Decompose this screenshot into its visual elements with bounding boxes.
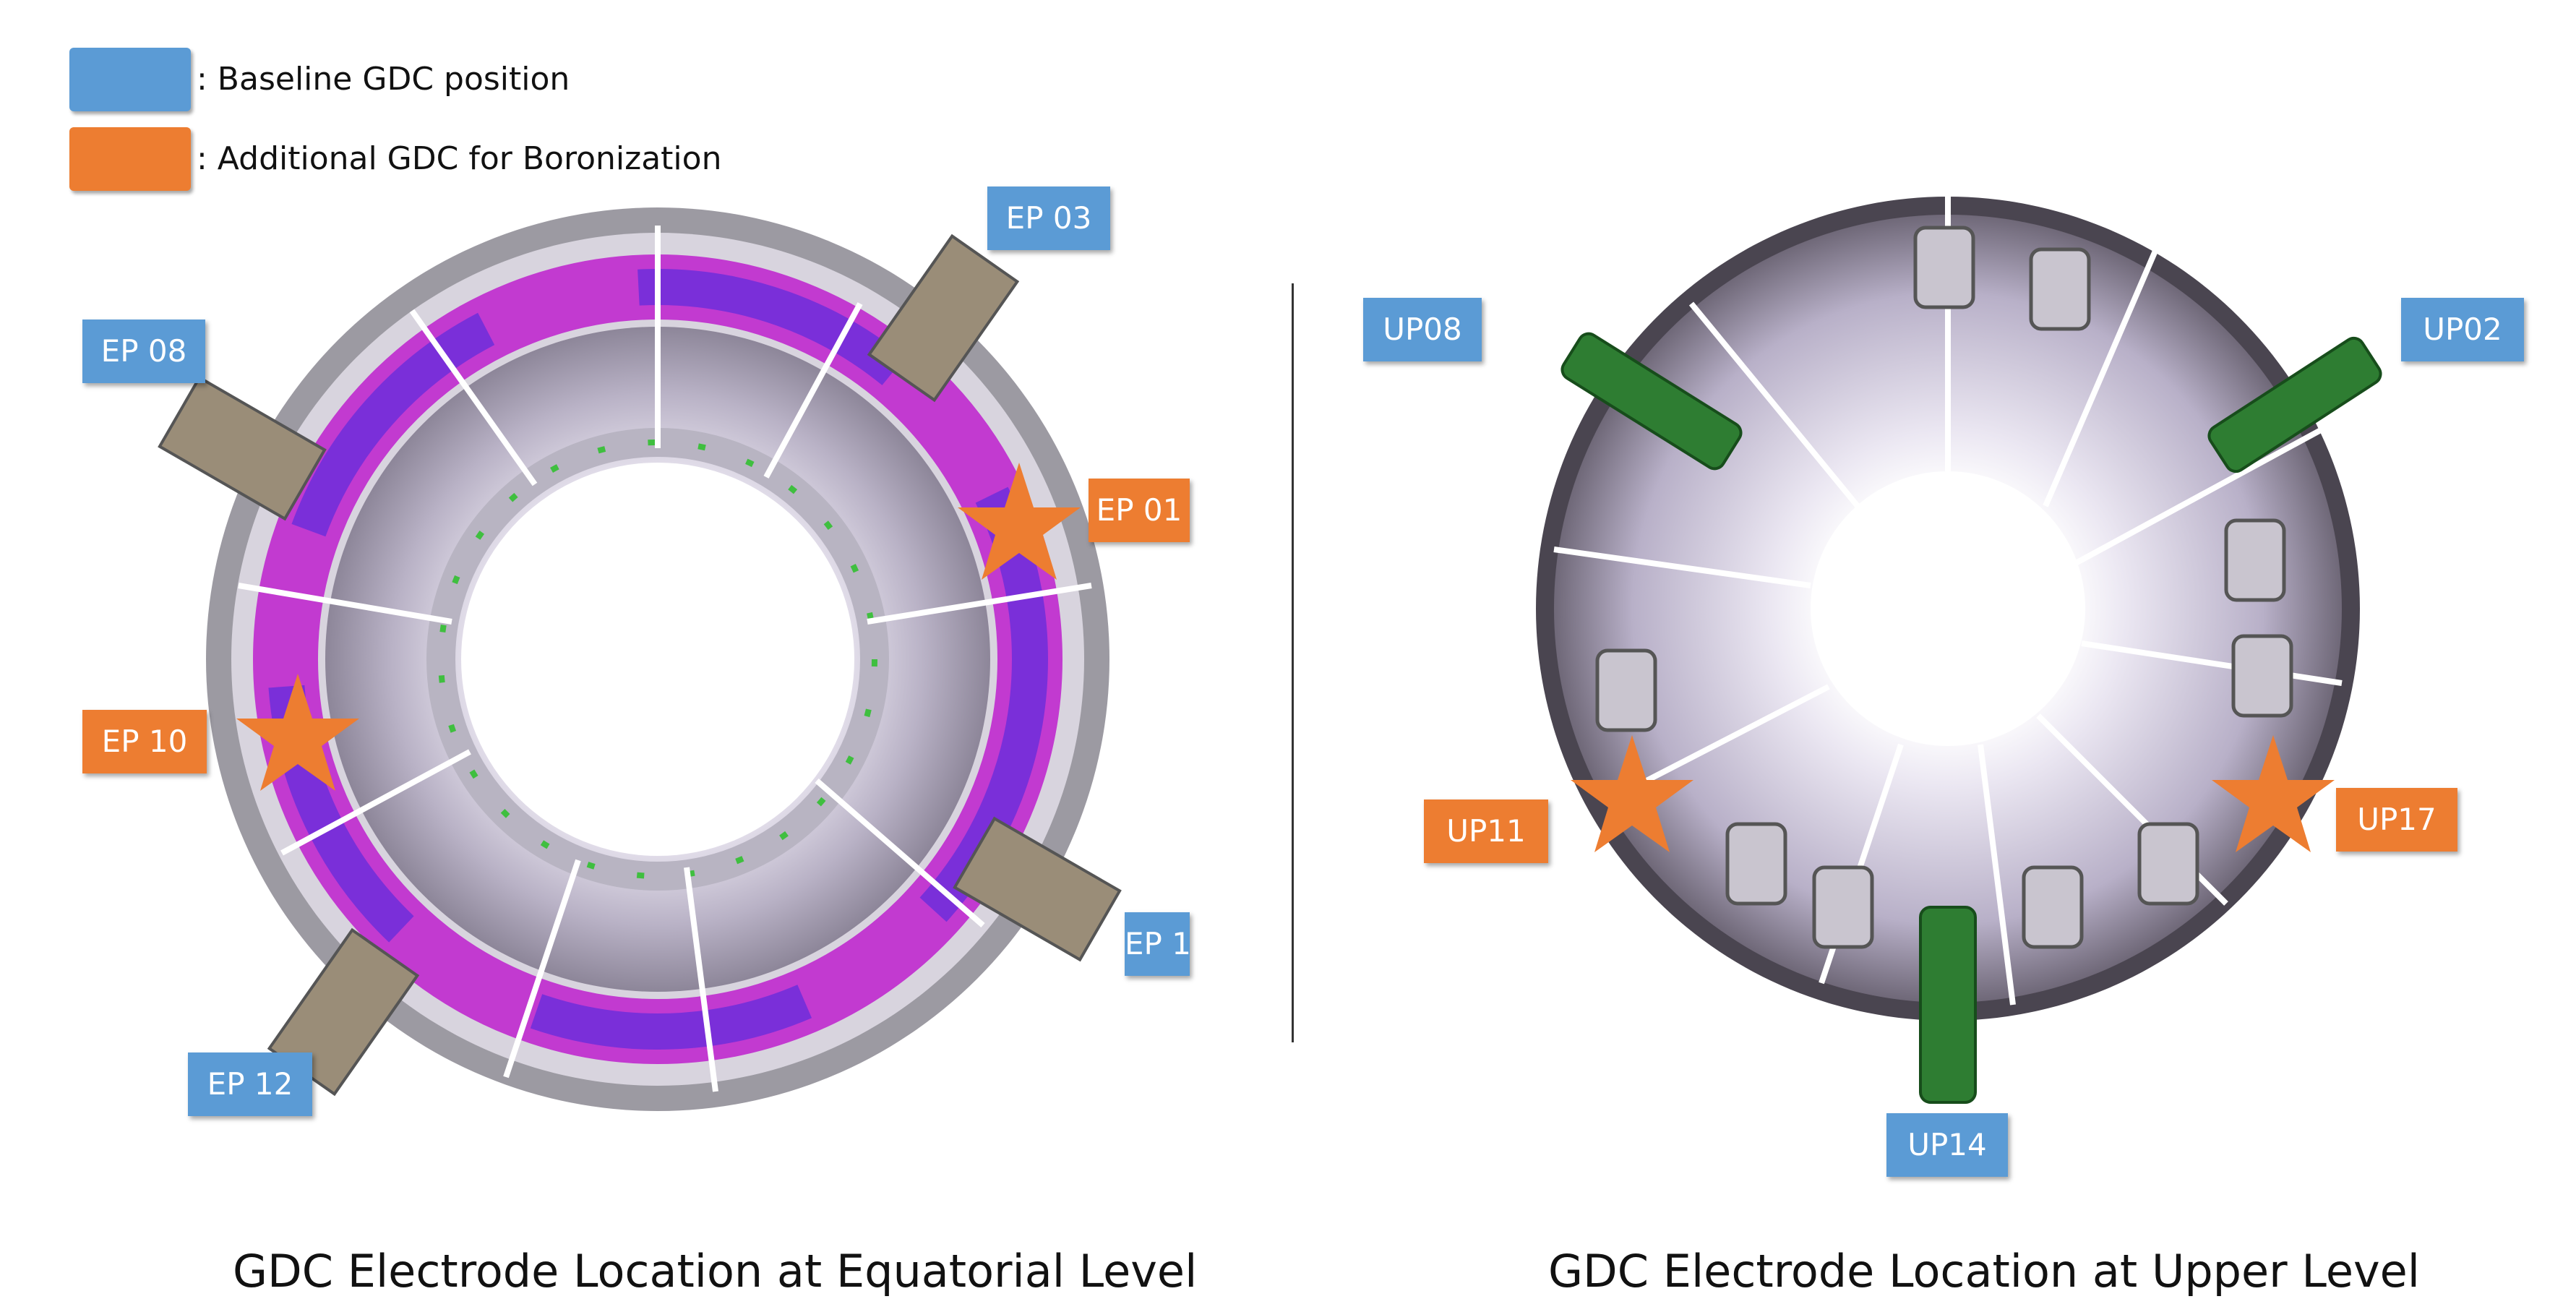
equatorial-boronization-stars (236, 463, 1081, 791)
upper-gdc-electrodes (1560, 332, 2382, 1104)
upper-caption: GDC Electrode Location at Upper Level (1548, 1245, 2421, 1298)
port-label-ep1: EP 1 (1125, 912, 1190, 976)
star-up11 (1571, 735, 1693, 852)
port-label-up02: UP02 (2401, 298, 2524, 361)
legend-swatch-additional (69, 127, 191, 191)
port-label-up17: UP17 (2336, 788, 2457, 852)
equatorial-caption: GDC Electrode Location at Equatorial Lev… (233, 1245, 1198, 1298)
port-label-ep08: EP 08 (82, 320, 205, 383)
port-label-up11: UP11 (1424, 799, 1548, 863)
panel-divider (1292, 283, 1294, 1042)
star-up17 (2212, 735, 2335, 852)
star-ep01 (958, 463, 1081, 580)
port-label-up14: UP14 (1886, 1113, 2008, 1177)
legend-label-additional: : Additional GDC for Boronization (197, 140, 722, 177)
port-label-up08: UP08 (1363, 298, 1482, 361)
upper-boronization-stars (1571, 735, 2335, 852)
upper-vessel (1536, 197, 2382, 1104)
port-label-ep01: EP 01 (1089, 479, 1190, 542)
legend-label-baseline: : Baseline GDC position (197, 61, 570, 98)
port-label-ep10: EP 10 (82, 710, 207, 773)
port-label-ep03: EP 03 (987, 186, 1110, 250)
port-label-ep12: EP 12 (188, 1052, 312, 1116)
star-ep10 (236, 674, 359, 791)
equatorial-vessel (158, 207, 1122, 1111)
legend-swatch-baseline (69, 48, 191, 111)
